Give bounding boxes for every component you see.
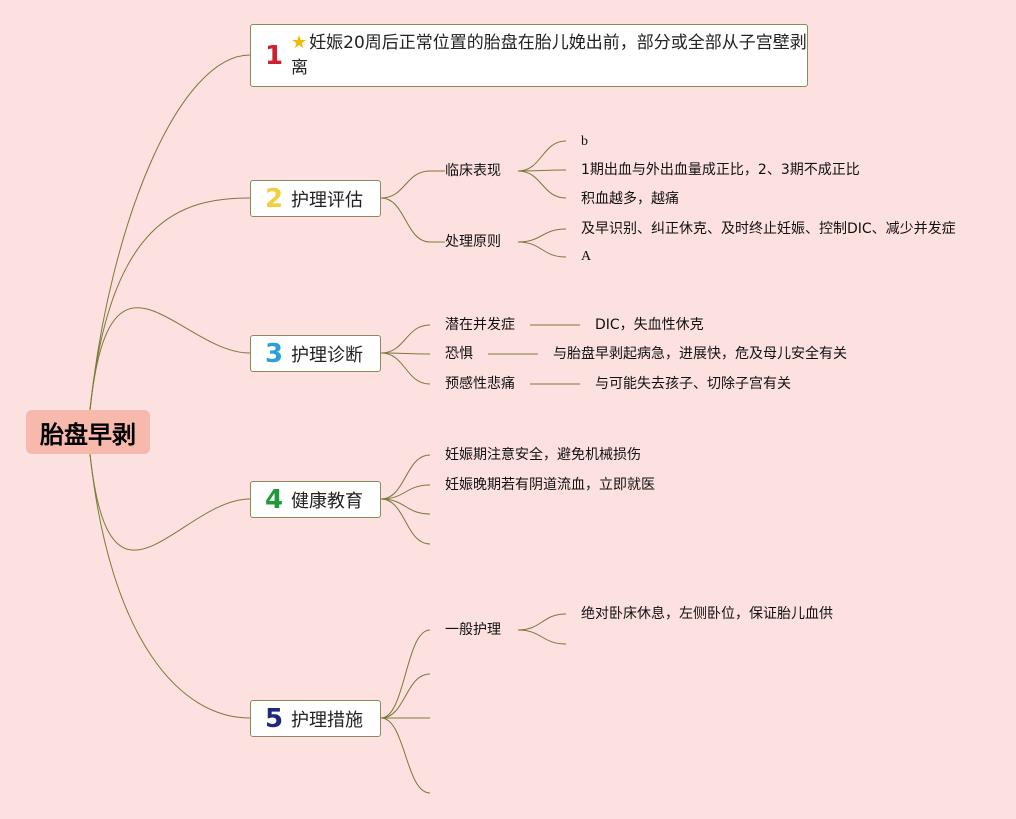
connector-curve — [380, 498, 431, 515]
education-item[interactable]: 妊娠晚期若有阴道流血，立即就医 — [445, 477, 655, 493]
connector-curve — [380, 629, 431, 719]
connector-curve — [380, 454, 431, 500]
root-connector — [89, 54, 251, 411]
connector-curve — [380, 170, 431, 199]
general-care-item[interactable]: 绝对卧床休息，左侧卧位，保证胎儿血供 — [581, 606, 833, 622]
diagnosis-detail[interactable]: 与胎盘早剥起病急，进展快，危及母儿安全有关 — [553, 346, 847, 362]
root-connector — [89, 197, 251, 411]
connector-curve — [380, 484, 431, 500]
clinical-sign-item[interactable]: 1期出血与外出血量成正比，2、3期不成正比 — [581, 162, 860, 178]
connector-curve — [517, 241, 567, 258]
number-3-icon: 3 — [264, 338, 284, 369]
number-2-icon: 2 — [264, 183, 284, 214]
connector-curve — [517, 169, 567, 172]
number-1-icon: 1 — [264, 40, 284, 71]
connector-curve — [380, 498, 431, 545]
number-4-icon: 4 — [264, 484, 284, 515]
star-icon: ★ — [291, 32, 308, 53]
root-connector — [89, 453, 251, 551]
branch-4-label: 健康教育 — [291, 490, 363, 512]
root-label: 胎盘早剥 — [40, 420, 136, 449]
connector-curve — [380, 352, 431, 355]
treatment-item[interactable]: 及早识别、纠正休克、及时终止妊娠、控制DIC、减少并发症 — [581, 221, 956, 237]
connector-curve — [380, 673, 431, 719]
diagnosis-detail[interactable]: DIC，失血性休克 — [595, 317, 704, 333]
connector-curve — [517, 228, 567, 243]
branch-1-text: ★妊娠20周后正常位置的胎盘在胎儿娩出前，部分或全部从子宫壁剥离 — [291, 30, 807, 81]
clinical-sign-item[interactable]: 积血越多，越痛 — [581, 191, 679, 207]
topic-clinical-signs[interactable]: 临床表现 — [445, 163, 501, 179]
connector-curve — [517, 140, 567, 172]
branch-2-box[interactable]: 2 护理评估 — [250, 180, 381, 217]
diagnosis-label[interactable]: 潜在并发症 — [445, 317, 515, 333]
number-5-icon: 5 — [264, 703, 284, 734]
connector-curve — [380, 324, 431, 354]
connector-curve — [380, 717, 431, 794]
branch-3-label: 护理诊断 — [291, 344, 363, 366]
root-connector — [89, 453, 251, 719]
topic-treatment-principle[interactable]: 处理原则 — [445, 234, 501, 250]
clinical-sign-item[interactable]: b — [581, 134, 588, 149]
connector-curve — [517, 613, 567, 631]
branch-5-box[interactable]: 5 护理措施 — [250, 700, 381, 737]
branch-2-label: 护理评估 — [291, 189, 363, 211]
connector-curve — [380, 352, 431, 385]
root-connector — [89, 307, 251, 411]
connector-curve — [380, 197, 431, 243]
root-topic[interactable]: 胎盘早剥 — [26, 410, 150, 454]
treatment-item[interactable]: A — [581, 249, 592, 264]
branch-4-box[interactable]: 4 健康教育 — [250, 481, 381, 518]
branch-3-box[interactable]: 3 护理诊断 — [250, 335, 381, 372]
topic-general-care[interactable]: 一般护理 — [445, 622, 501, 638]
branch-1-box[interactable]: 1 ★妊娠20周后正常位置的胎盘在胎儿娩出前，部分或全部从子宫壁剥离 — [250, 24, 808, 87]
connector-curve — [517, 629, 567, 645]
diagnosis-label[interactable]: 恐惧 — [445, 346, 473, 362]
connector-curve — [517, 170, 567, 199]
branch-5-label: 护理措施 — [291, 709, 363, 731]
diagnosis-detail[interactable]: 与可能失去孩子、切除子宫有关 — [595, 376, 791, 392]
education-item[interactable]: 妊娠期注意安全，避免机械损伤 — [445, 447, 641, 463]
branch-1-label: 妊娠20周后正常位置的胎盘在胎儿娩出前，部分或全部从子宫壁剥离 — [291, 33, 807, 78]
diagnosis-label[interactable]: 预感性悲痛 — [445, 376, 515, 392]
